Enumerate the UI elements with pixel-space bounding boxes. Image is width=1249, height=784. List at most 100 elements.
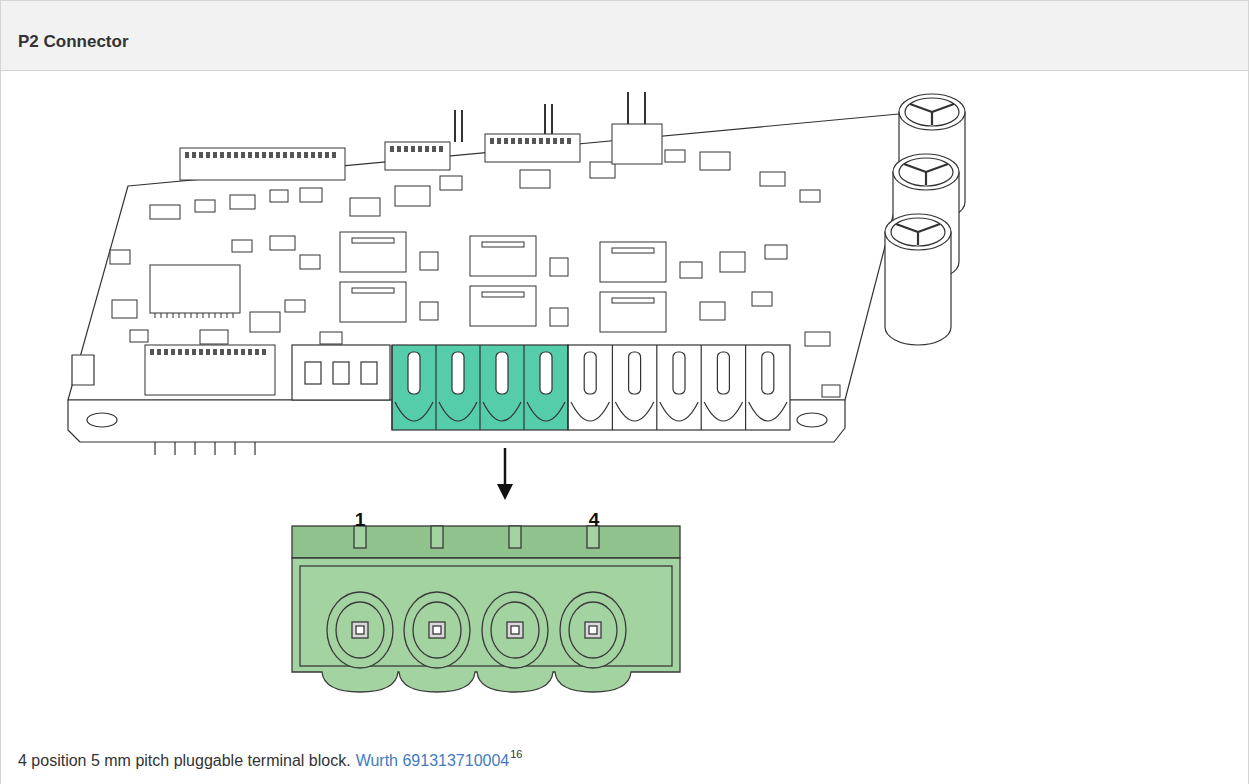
screw-slot: [584, 352, 596, 394]
capacitors: [885, 94, 965, 345]
inductor-mark: [352, 238, 394, 243]
smd-part: [800, 190, 820, 202]
header-pin: [297, 152, 301, 158]
header-pin: [511, 138, 515, 144]
header-connector: [485, 134, 580, 162]
pcb-board: [68, 112, 920, 455]
header-pin: [262, 349, 266, 355]
smd-part: [195, 200, 215, 212]
inductor-body: [340, 232, 406, 272]
part-number-link: Wurth 691313710004: [356, 752, 510, 769]
terminal: [701, 345, 742, 430]
smd-part: [230, 195, 255, 209]
header-pin: [283, 152, 287, 158]
terminal-divider: [479, 345, 480, 430]
chip-pin: [179, 313, 180, 318]
smd-part: [680, 262, 702, 278]
screw-slot: [673, 352, 685, 394]
smd-part: [150, 205, 180, 219]
smd-part: [112, 300, 137, 318]
screw-outer: [404, 592, 470, 668]
arrow-shaft: [504, 448, 507, 488]
header-pin: [227, 152, 231, 158]
front-connectors: [292, 345, 790, 430]
header-pin: [206, 152, 210, 158]
block-top: [292, 526, 680, 558]
header-pin: [439, 146, 443, 152]
pin-leg: [214, 442, 215, 455]
smd-part: [752, 292, 772, 306]
smd-part: [350, 198, 380, 216]
capacitor-top: [885, 214, 951, 250]
screw-terminal: [560, 592, 626, 668]
connector-body: [392, 345, 568, 430]
screw-slot: [496, 352, 508, 394]
chip-pin: [155, 313, 156, 318]
screw-head: [585, 622, 601, 638]
terminal: [392, 345, 433, 430]
terminal-lobe: [749, 402, 787, 421]
header-body: [145, 345, 275, 395]
header-pin: [325, 152, 329, 158]
header-pin: [418, 146, 422, 152]
smd-part: [270, 190, 288, 202]
terminal-divider: [391, 345, 392, 430]
terminal-lobe: [439, 402, 477, 421]
smd-part: [760, 172, 785, 186]
smd-part: [665, 150, 685, 162]
capacitor-top: [893, 154, 959, 190]
three-pin-header: [292, 345, 390, 400]
terminal: [480, 345, 521, 430]
screw-inner: [413, 602, 461, 658]
chip-pin: [197, 313, 198, 318]
block-ridge: [431, 526, 443, 548]
pin-leg: [234, 442, 235, 455]
terminal-divider: [701, 345, 702, 430]
header-pin: [497, 138, 501, 144]
header-pin: [304, 152, 308, 158]
vent-mark: [904, 164, 948, 185]
inductor-body: [470, 286, 536, 326]
terminal: [746, 345, 787, 430]
smd-part: [200, 330, 228, 344]
header-pin: [241, 349, 245, 355]
terminal: [524, 345, 565, 430]
screw-slot: [717, 352, 729, 394]
terminal: [568, 345, 609, 430]
smd-part: [550, 308, 568, 326]
block-ridge: [509, 526, 521, 548]
header-pin: [525, 138, 529, 144]
header-pin: [255, 349, 259, 355]
screw-outer: [327, 592, 393, 668]
smd-part: [320, 332, 342, 344]
screw-slot: [433, 626, 441, 634]
screw-slot: [452, 352, 464, 394]
header-pin: [290, 152, 294, 158]
terminal-divider: [612, 345, 613, 430]
inductor: [600, 242, 666, 282]
terminal-block-zoom: [292, 526, 680, 692]
terminal: [612, 345, 653, 430]
smd-part: [420, 302, 438, 320]
pin-number: 1: [355, 509, 366, 531]
chip-pin: [191, 313, 192, 318]
smd-part: [520, 170, 550, 188]
header-pin: [411, 146, 415, 152]
chip-pin: [215, 313, 216, 318]
caption-row: 4 position 5 mm pitch pluggable terminal…: [18, 748, 522, 770]
header-pin: [255, 152, 259, 158]
header-body: [485, 134, 580, 162]
chip-pin: [173, 313, 174, 318]
capacitor-rim: [891, 218, 945, 246]
header-post: [544, 104, 546, 134]
header-pin: [234, 349, 238, 355]
terminal-divider: [656, 345, 657, 430]
header-pin: [553, 138, 557, 144]
header-pin: [206, 349, 210, 355]
header-pin: [150, 349, 154, 355]
terminal-lobe: [483, 402, 521, 421]
inductor: [340, 282, 406, 322]
header-pin: [157, 349, 161, 355]
